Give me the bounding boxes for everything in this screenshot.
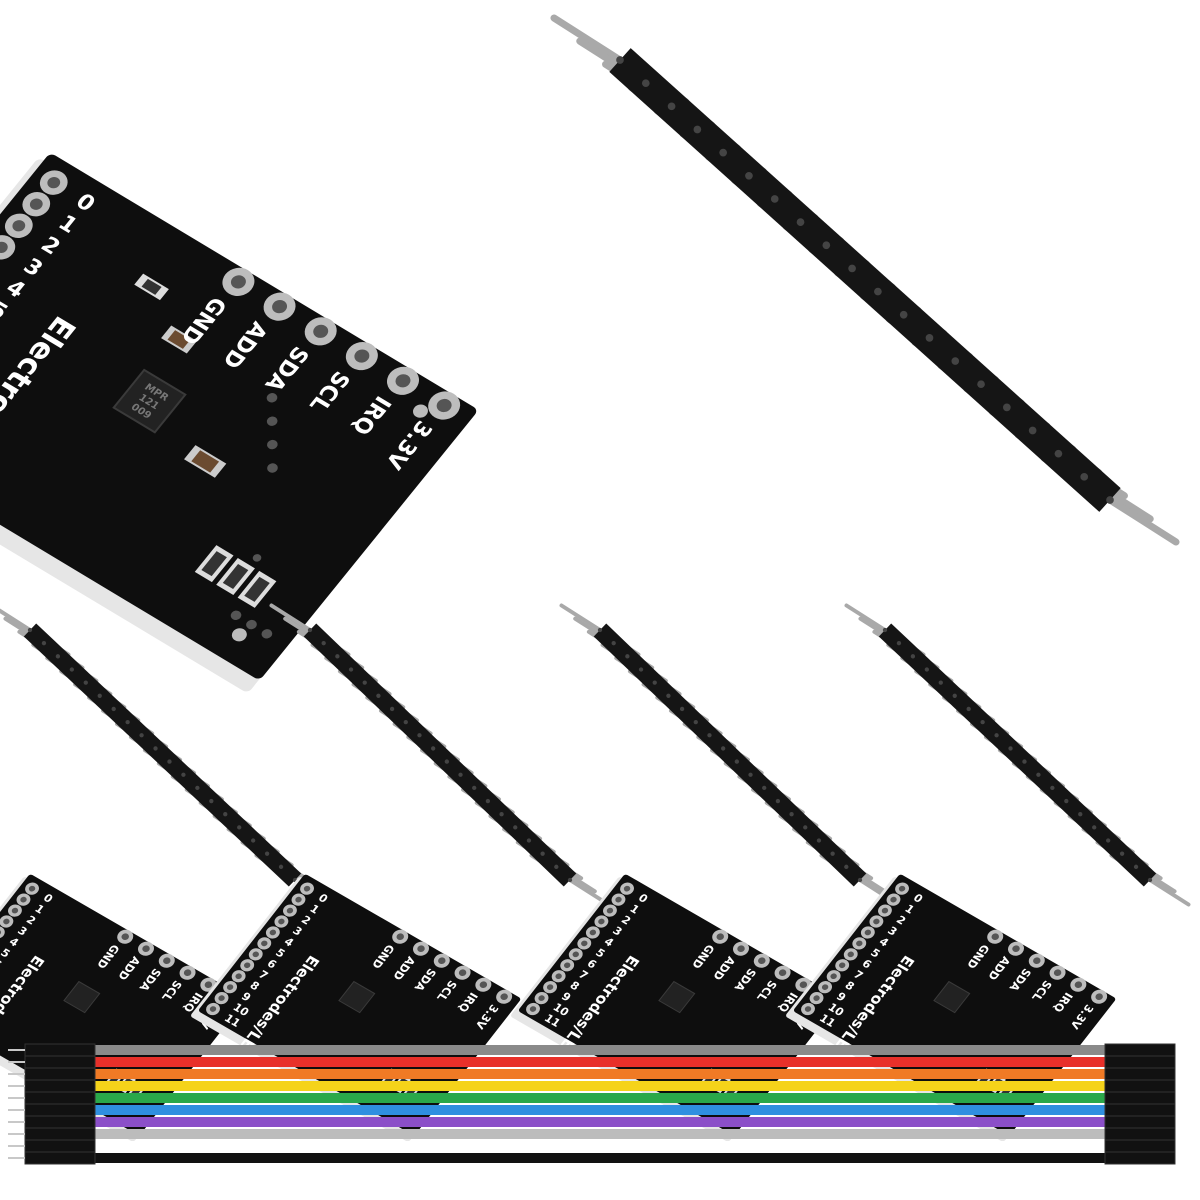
dupont-housing (24, 1103, 96, 1117)
small-header-2 (269, 603, 611, 907)
header-plastic (303, 623, 577, 887)
large-pin-header (550, 14, 1180, 546)
chip (933, 980, 971, 1014)
dupont-housing (1104, 1151, 1176, 1165)
electrode-pad (0, 926, 5, 939)
small-header-4 (844, 603, 1191, 907)
header-plastic (593, 623, 867, 887)
electrode-pad (39, 170, 68, 195)
electrode-pad (22, 191, 51, 217)
cable-wires (90, 1045, 1110, 1163)
power-pad (386, 366, 420, 395)
dupont-housing (24, 1151, 96, 1165)
small-touch-sensor-boards: 01234567891011GNDADDSDASCLIRQ3.3VElectro… (0, 874, 1116, 1142)
dupont-housing (1104, 1091, 1176, 1105)
power-pad (222, 267, 255, 296)
electrode-pads (0, 170, 68, 260)
dupont-housing (24, 1079, 96, 1093)
power-pad (263, 292, 296, 321)
dupont-housing (1104, 1043, 1176, 1057)
chip: MPR 121 009 (112, 368, 187, 434)
dupont-housing (1104, 1139, 1176, 1153)
chip (338, 980, 376, 1014)
dupont-housing (1104, 1079, 1176, 1093)
dupont-housing (1104, 1055, 1176, 1069)
dupont-housing (24, 1127, 96, 1141)
small-board: 01234567891011GNDADDSDASCLIRQ3.3VElectro… (786, 874, 1116, 1142)
dupont-housing (24, 1091, 96, 1105)
dupont-housing (24, 1043, 96, 1057)
dupont-housing (24, 1055, 96, 1069)
dupont-housing (1104, 1115, 1176, 1129)
small-pin-headers (0, 603, 1191, 907)
vias (230, 393, 428, 642)
large-header-body (550, 14, 1180, 546)
dupont-housing (24, 1139, 96, 1153)
cable-connector-right (1104, 1043, 1176, 1165)
electrode-pad (4, 213, 33, 238)
dupont-housing (24, 1115, 96, 1129)
smd-components (134, 273, 277, 608)
chip (658, 980, 696, 1014)
cable-connector-left (8, 1043, 96, 1165)
small-header-3 (559, 603, 901, 907)
chip (63, 980, 101, 1014)
electrode-pad (0, 235, 16, 260)
jumper-cable (8, 1043, 1176, 1165)
header-plastic (23, 623, 302, 887)
small-header-1 (0, 608, 336, 907)
board-face (0, 154, 477, 679)
header-plastic (878, 623, 1157, 887)
dupont-housing (24, 1067, 96, 1081)
dupont-housing (1104, 1127, 1176, 1141)
dupont-housing (1104, 1103, 1176, 1117)
dupont-housing (1104, 1067, 1176, 1081)
header-plastic (609, 48, 1121, 512)
small-board: 01234567891011GNDADDSDASCLIRQ3.3VElectro… (191, 874, 521, 1142)
power-pad (345, 341, 378, 371)
power-pad (428, 391, 461, 420)
power-pads (222, 267, 461, 420)
large-touch-sensor-board: MPR 121 009 Electrodes/LEDs 012345678910… (0, 154, 477, 692)
power-pad (304, 317, 337, 346)
